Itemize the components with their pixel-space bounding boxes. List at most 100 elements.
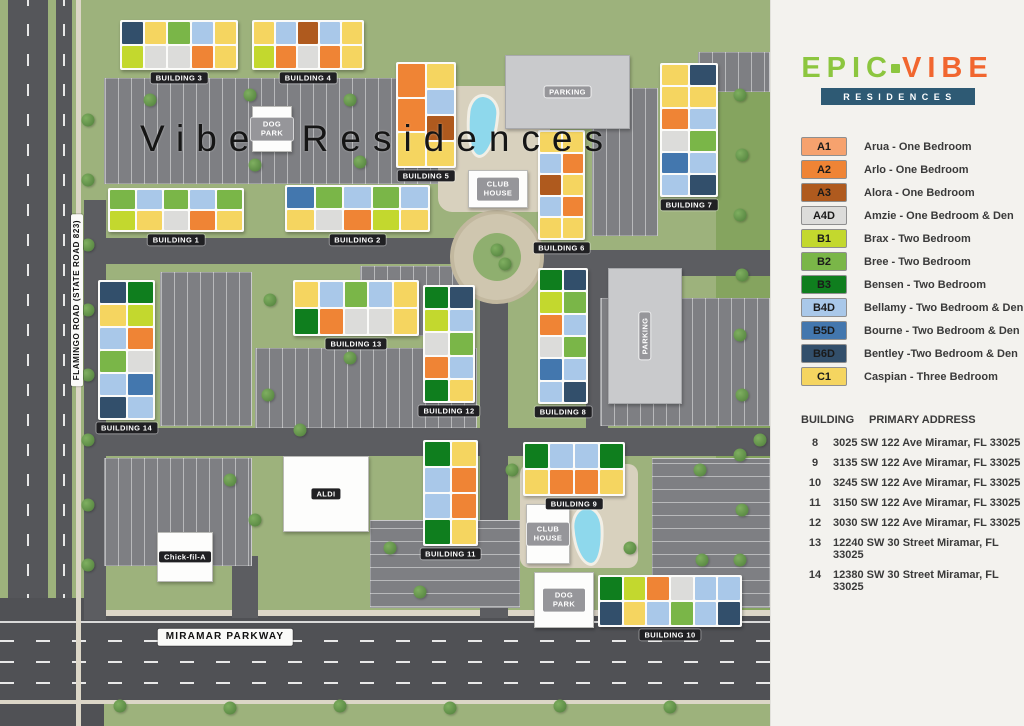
building-cluster-building-11 <box>423 440 478 546</box>
unit-B2 <box>564 292 586 313</box>
tree <box>498 257 512 271</box>
unit-B4D <box>450 356 473 378</box>
unit-A2 <box>540 314 562 335</box>
unit-B1 <box>425 310 448 332</box>
address-text: 3135 SW 122 Ave Miramar, FL 33025 <box>833 457 1021 469</box>
tree <box>81 113 95 127</box>
unit-B2 <box>564 336 586 358</box>
tree <box>223 473 237 487</box>
legend-label-b2: Bree - Two Bedroom <box>864 255 971 268</box>
legend-swatch-a4d: A4D <box>801 206 847 225</box>
unit-C1 <box>145 22 167 44</box>
legend-swatch-b3: B3 <box>801 275 847 294</box>
unit-B3 <box>540 270 562 291</box>
label-building-5: BUILDING 5 <box>397 170 455 182</box>
unit-B6D <box>122 22 144 44</box>
tree <box>735 148 749 162</box>
unit-B1 <box>623 577 646 600</box>
address-row-building-11: 11 3150 SW 122 Ave Miramar, FL 33025 <box>801 497 1024 509</box>
unit-A4D <box>540 336 562 358</box>
unit-B5D <box>662 153 688 173</box>
building-cluster-building-8 <box>538 268 588 404</box>
label-building-7: BUILDING 7 <box>660 199 718 211</box>
unit-C1 <box>136 211 162 230</box>
unit-B4D <box>690 109 716 129</box>
unit-A4D <box>127 351 153 372</box>
unit-B4D <box>540 381 562 402</box>
unit-B4D <box>647 602 670 625</box>
unit-B4D <box>690 153 716 173</box>
unit-B6D <box>100 397 126 418</box>
unit-B6D <box>600 602 622 625</box>
logo-dot-icon <box>891 64 900 73</box>
unit-B1 <box>122 46 144 68</box>
unit-A4D <box>163 211 189 230</box>
legend-label-a4d: Amzie - One Bedroom & Den <box>864 209 1014 222</box>
address-col-primary: PRIMARY ADDRESS <box>869 414 976 426</box>
unit-B3 <box>425 520 450 544</box>
unit-A3 <box>298 22 318 44</box>
unit-A4D <box>298 46 318 68</box>
label-aldi: ALDI <box>311 488 341 500</box>
tree <box>293 423 307 437</box>
unit-B4D <box>344 187 371 208</box>
unit-B2 <box>163 190 189 209</box>
unit-A2 <box>550 470 573 494</box>
internal-drive-entrance <box>232 556 258 618</box>
legend-swatch-a2: A2 <box>801 160 847 179</box>
logo-sub: RESIDENCES <box>843 91 957 102</box>
unit-A2 <box>276 46 296 68</box>
address-building-number: 11 <box>809 497 821 509</box>
unit-B4D <box>276 22 296 44</box>
lane-marking <box>63 0 65 726</box>
unit-B4D <box>425 494 450 518</box>
tree <box>383 541 397 555</box>
tree <box>663 700 677 714</box>
building-cluster-building-14 <box>98 280 155 420</box>
address-col-building: BUILDING <box>801 414 855 426</box>
unit-C1 <box>540 218 561 238</box>
tree <box>735 503 749 517</box>
label-dog-park: DOG PARK <box>251 117 293 141</box>
tree <box>261 388 275 402</box>
label-club-house: CLUB HOUSE <box>477 177 519 201</box>
unit-C1 <box>398 133 425 167</box>
unit-B2 <box>100 351 126 372</box>
unit-A4D <box>369 309 393 334</box>
unit-C1 <box>562 132 583 152</box>
unit-B2 <box>315 187 343 208</box>
tree <box>505 463 519 477</box>
unit-B6D <box>450 287 473 309</box>
building-cluster-building-9 <box>523 442 625 496</box>
logo-vibe: VIBE <box>902 52 994 84</box>
unit-C1 <box>600 470 623 494</box>
address-text: 12380 SW 30 Street Miramar, FL 33025 <box>833 569 999 593</box>
unit-C1 <box>662 87 688 107</box>
unit-A2 <box>398 64 425 97</box>
tree <box>81 173 95 187</box>
building-cluster-building-3 <box>120 20 238 70</box>
unit-B4D <box>127 397 153 418</box>
label-building-4: BUILDING 4 <box>279 72 337 84</box>
unit-B3 <box>600 444 623 468</box>
unit-A3 <box>540 175 561 195</box>
label-building-9: BUILDING 9 <box>545 498 603 510</box>
building-cluster-building-7 <box>660 63 718 197</box>
unit-B4D <box>550 444 573 468</box>
unit-B5D <box>287 187 314 208</box>
legend-label-a3: Alora - One Bedroom <box>864 186 975 199</box>
unit-A4D <box>671 577 693 600</box>
unit-B1 <box>110 211 135 230</box>
address-text: 3150 SW 122 Ave Miramar, FL 33025 <box>833 497 1021 509</box>
lane-marking <box>0 661 770 663</box>
unit-A2 <box>562 196 583 217</box>
